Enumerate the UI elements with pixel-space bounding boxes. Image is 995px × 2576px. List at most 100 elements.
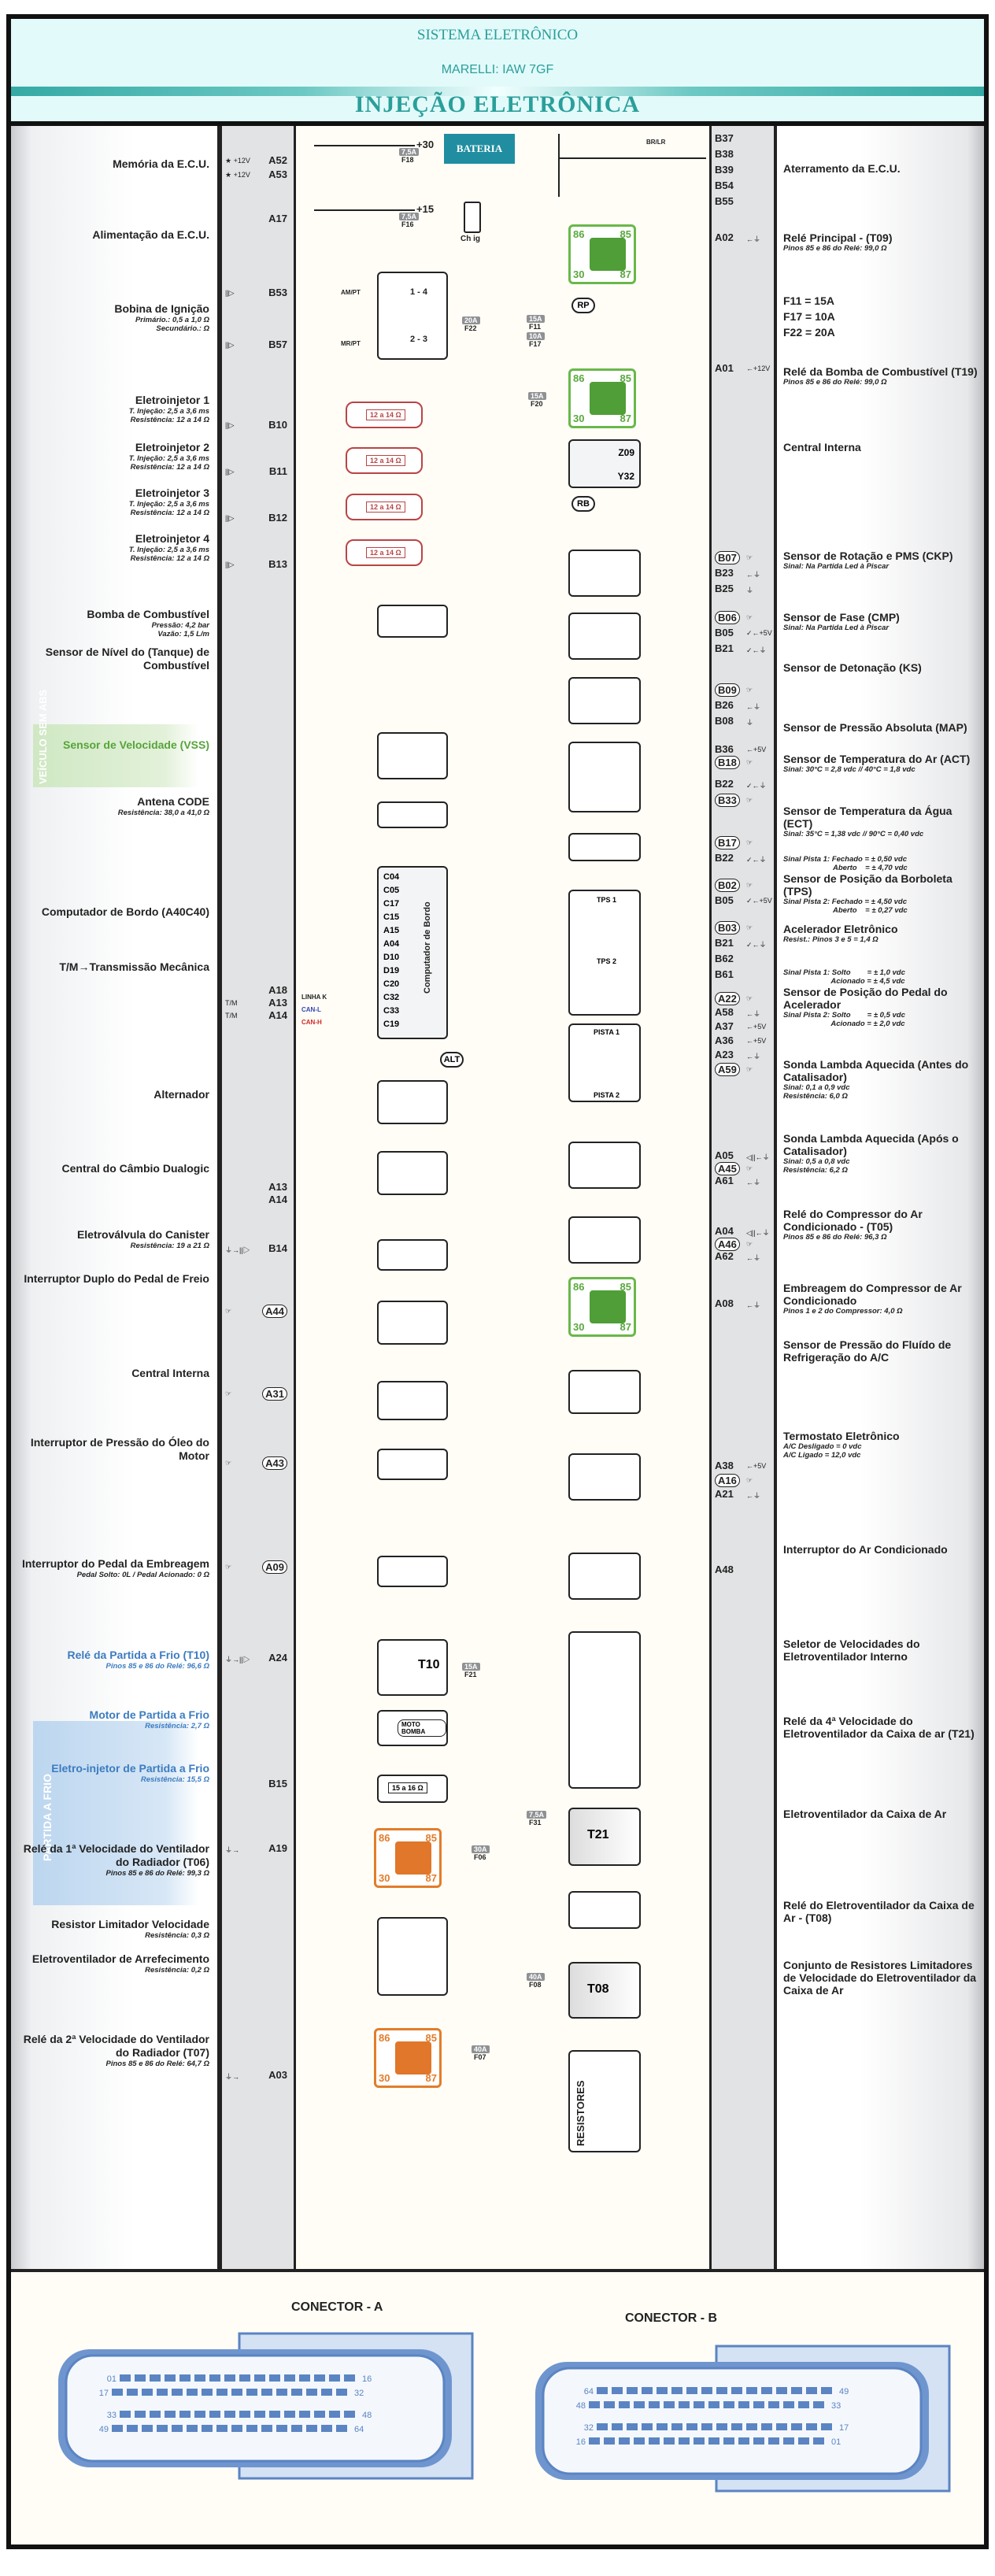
connector-pin [657, 2387, 668, 2394]
ecu-pin[interactable]: A18 [268, 984, 287, 996]
pin-number-label: 48 [362, 2411, 372, 2420]
ecu-pin[interactable]: A58 [715, 1006, 734, 1018]
ecu-pin[interactable]: A59 [715, 1063, 740, 1076]
ecu-pin[interactable]: A36 [715, 1034, 734, 1046]
component-title: Relé da Partida a Frio (T10) [67, 1649, 210, 1661]
ecu-pin[interactable]: A62 [715, 1250, 734, 1262]
ecu-pin[interactable]: B38 [715, 148, 734, 160]
ecu-pin[interactable]: A04 [715, 1225, 734, 1237]
ecu-pin[interactable]: B10 [268, 419, 287, 431]
left-component-label: Interruptor Duplo do Pedal de Freio [13, 1272, 209, 1286]
ecu-pin[interactable]: B26 [715, 699, 734, 711]
ecu-pin[interactable]: B09 [715, 683, 740, 697]
ecu-pin[interactable]: A13 [268, 1181, 287, 1193]
ecu-pin[interactable]: B54 [715, 180, 734, 191]
lambda-pre-cat [568, 1142, 641, 1189]
ecu-pin[interactable]: A14 [268, 1194, 287, 1205]
connector-pin [142, 2425, 153, 2432]
relay-pin: 87 [620, 1321, 631, 1333]
connector-b-title: CONECTOR - B [625, 2311, 718, 2325]
ecu-pin[interactable]: B21 [715, 937, 734, 949]
trip-computer-label: Computador de Bordo [423, 901, 432, 994]
connector-pin [157, 2389, 168, 2396]
ecu-pin[interactable]: B57 [268, 339, 287, 350]
ecu-pin[interactable]: B36 [715, 743, 734, 755]
ecu-pin[interactable]: A48 [715, 1564, 734, 1575]
right-component-label: Sonda Lambda Aquecida (Antes do Catalisa… [783, 1058, 980, 1101]
ecu-pin[interactable]: B14 [268, 1242, 287, 1254]
ecu-pin[interactable]: A38 [715, 1460, 734, 1471]
component-spec: Sinal Pista 1: Solto = ± 1,0 vdc [783, 968, 905, 977]
right-component-label: Sensor de Temperatura do Ar (ACT)Sinal: … [783, 753, 980, 774]
ecu-pin[interactable]: B13 [268, 558, 287, 570]
ecu-pin[interactable]: B25 [715, 583, 734, 594]
ecu-pin[interactable]: A61 [715, 1175, 734, 1186]
fuse-rating: 40A [472, 2045, 490, 2053]
ecu-pin[interactable]: A14 [268, 1009, 287, 1021]
ecu-pin[interactable]: A24 [268, 1652, 287, 1664]
component-title: Sensor de Rotação e PMS (CKP) [783, 550, 953, 562]
ecu-pin[interactable]: B08 [715, 715, 734, 727]
ecu-pin[interactable]: B11 [268, 465, 287, 477]
ecu-pin[interactable]: B39 [715, 164, 734, 176]
ecu-pin[interactable]: B62 [715, 953, 734, 964]
ecu-pin[interactable]: B22 [715, 852, 734, 864]
ecu-pin[interactable]: A17 [268, 213, 287, 224]
ecu-pin[interactable]: A31 [262, 1387, 287, 1401]
ecu-pin[interactable]: B12 [268, 512, 287, 524]
ecu-pin[interactable]: B61 [715, 968, 734, 980]
ecu-pin[interactable]: B15 [268, 1778, 287, 1790]
relay-pin: 86 [573, 228, 585, 240]
ecu-pin[interactable]: B33 [715, 794, 740, 807]
ecu-pin[interactable]: B17 [715, 836, 740, 849]
pin-signal-icon: ★ +12V [225, 157, 250, 165]
ecu-pin[interactable]: B23 [715, 567, 734, 579]
ecu-pin[interactable]: A44 [262, 1305, 287, 1318]
ecu-pin[interactable]: A05 [715, 1149, 734, 1161]
ecu-pin[interactable]: A22 [715, 992, 740, 1005]
ecu-pin[interactable]: B22 [715, 778, 734, 790]
ecu-pin[interactable]: B21 [715, 642, 734, 654]
ecu-pin[interactable]: A03 [268, 2069, 287, 2081]
pin-signal-icon: ||▷ [225, 421, 235, 429]
ecu-pin[interactable]: A23 [715, 1049, 734, 1060]
ecu-pin[interactable]: B05 [715, 894, 734, 906]
ecu-pin[interactable]: A02 [715, 231, 734, 243]
component-title: Antena CODE [137, 795, 209, 808]
connector-pin [231, 2389, 242, 2396]
ecu-pin[interactable]: B37 [715, 132, 734, 144]
ecu-pin[interactable]: B18 [715, 756, 740, 769]
connector-pin [321, 2389, 332, 2396]
ecu-pin[interactable]: A16 [715, 1474, 740, 1487]
ecu-pin[interactable]: A21 [715, 1488, 734, 1500]
ecu-pin[interactable]: B53 [268, 287, 287, 298]
pin-signal-icon: ☞ [746, 1240, 753, 1248]
ecu-pin[interactable]: A37 [715, 1020, 734, 1032]
ecu-pin[interactable]: B07 [715, 551, 740, 564]
pin-signal-icon: ☞ [746, 994, 753, 1002]
ecu-pin[interactable]: A45 [715, 1162, 740, 1175]
connector-pin [753, 2401, 764, 2408]
component-title: Computador de Bordo (A40C40) [41, 905, 209, 918]
ecu-pin[interactable]: B03 [715, 921, 740, 935]
ecu-pin[interactable]: B02 [715, 879, 740, 892]
left-component-label: Alimentação da E.C.U. [13, 228, 209, 242]
ecu-pin[interactable]: A43 [262, 1456, 287, 1470]
ecu-pin[interactable]: A01 [715, 362, 734, 374]
ecu-pin[interactable]: A46 [715, 1238, 740, 1251]
connector-pin [306, 2425, 317, 2432]
ecu-pin[interactable]: A09 [262, 1560, 287, 1574]
relay-pin: 87 [425, 1872, 437, 1884]
wire [314, 209, 415, 211]
connector-pin [239, 2411, 250, 2418]
ecu-pin[interactable]: B55 [715, 195, 734, 207]
ecu-pin[interactable]: A19 [268, 1842, 287, 1854]
ecu-pin[interactable]: A13 [268, 997, 287, 1009]
ecu-pin[interactable]: A08 [715, 1297, 734, 1309]
ecu-pin[interactable]: A53 [268, 168, 287, 180]
ecu-pin[interactable]: A52 [268, 154, 287, 166]
ecu-pin[interactable]: B05 [715, 627, 734, 638]
ecu-pin[interactable]: B06 [715, 611, 740, 624]
